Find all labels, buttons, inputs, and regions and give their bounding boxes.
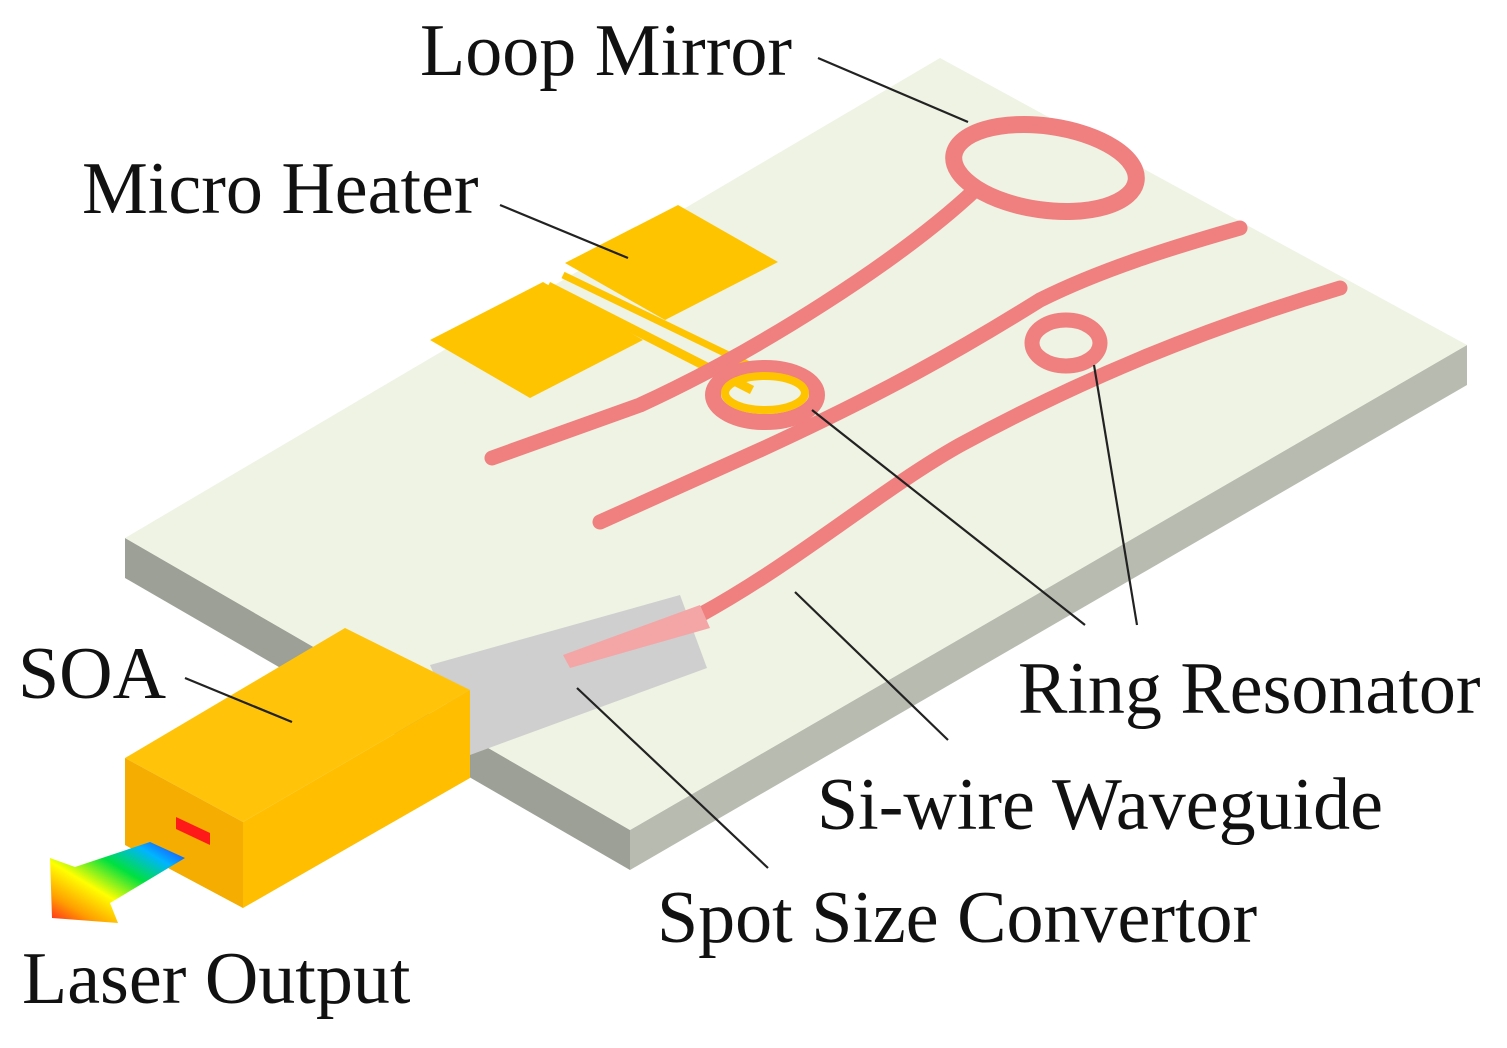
waveguides [484,115,1348,623]
label-ring-resonator: Ring Resonator [1018,648,1480,730]
leader-ring-resonator-1 [811,409,1086,626]
middle-waveguide [592,220,1248,530]
heated-ring-resonator [705,360,825,430]
soa-front-face [125,758,243,908]
leader-lines [184,56,1139,869]
heater-pad-back [565,205,778,320]
labels: Loop Mirror Micro Heater SOA Ring Resona… [18,10,1480,1020]
ssc-taper [563,605,710,668]
leader-si-wire-waveguide [794,591,949,741]
label-spot-size-convertor: Spot Size Convertor [657,877,1257,959]
leader-ring-resonator-2 [1092,364,1139,626]
loop-mirror-arm [484,182,983,466]
substrate-top [125,58,1467,830]
soa-emitter [176,817,210,845]
leader-loop-mirror [817,56,969,124]
leader-soa [184,676,293,724]
label-si-wire-waveguide: Si-wire Waveguide [817,764,1383,846]
label-micro-heater: Micro Heater [82,148,479,230]
ring-resonator-small [1024,312,1108,374]
soa-right-face [243,690,470,908]
soa-block [125,628,470,908]
leader-spot-size-convertor [576,687,769,869]
loop-mirror-loop [945,115,1145,221]
label-loop-mirror: Loop Mirror [420,10,792,92]
soa-top-face [125,628,470,822]
label-soa: SOA [18,633,166,715]
substrate-right-side [630,345,1467,870]
leader-micro-heater [499,203,629,260]
laser-output-arrow [50,842,185,923]
label-laser-output: Laser Output [22,938,411,1020]
bus-waveguide [692,280,1348,623]
heater-ring-overlay [721,372,809,414]
